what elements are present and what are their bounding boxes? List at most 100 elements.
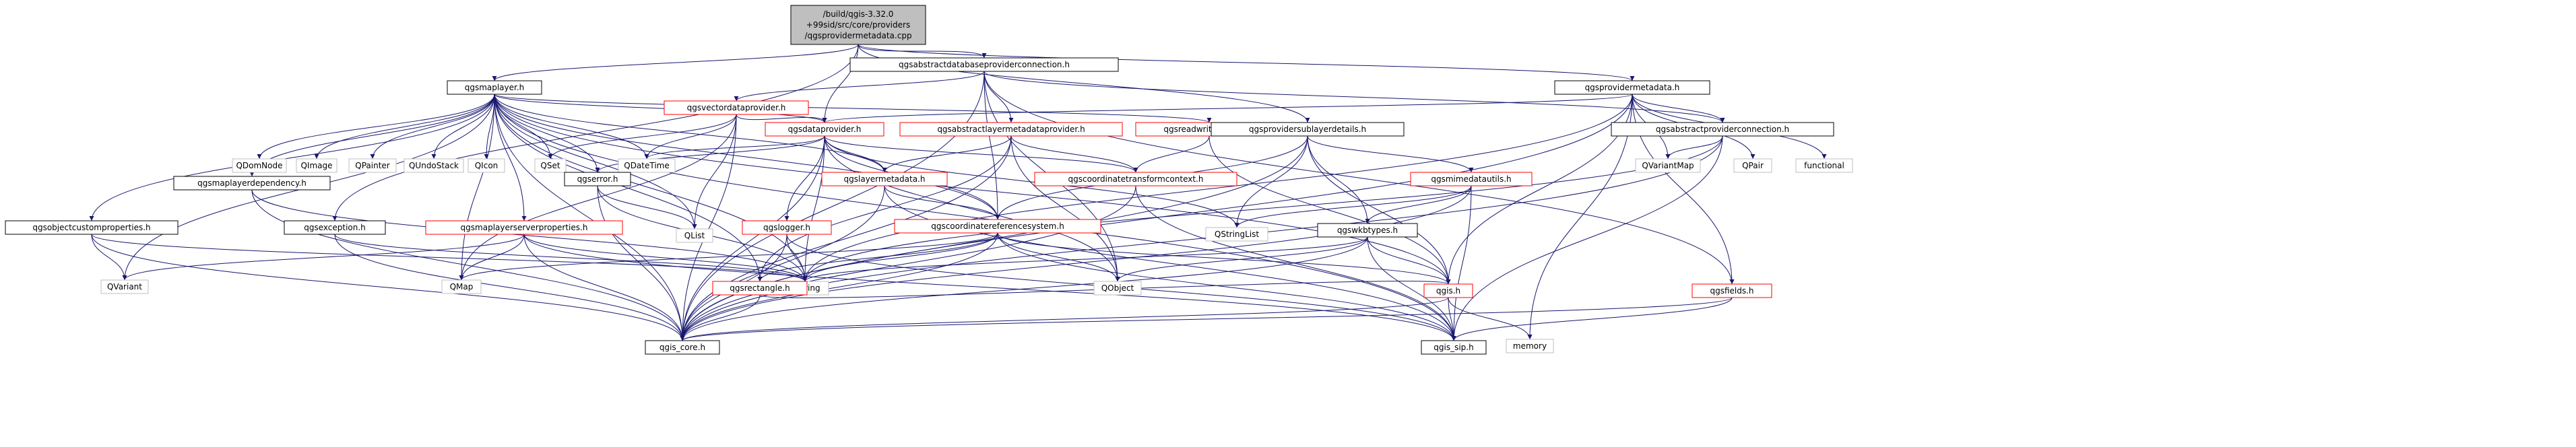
edge-providersublayerdetails-to-qgis_core	[680, 135, 1308, 341]
node-qgsprovidersublayerdetails-h[interactable]: qgsprovidersublayerdetails.h	[1211, 122, 1405, 137]
node-qpair[interactable]: QPair	[1733, 158, 1772, 173]
edge-wkbtypes-to-QString	[802, 236, 1368, 282]
edge-objectcustomproperties-to-QString	[91, 234, 808, 282]
edge-error-to-qgis_core	[597, 185, 685, 341]
node-qgsmaplayerdependency-h[interactable]: qgsmaplayerdependency.h	[173, 176, 331, 191]
node-build-qgis-3-32-0-99sid-src-core-providers-qgsprovidermetadata-cpp[interactable]: /build/qgis-3.32.0+99sid/src/core/provid…	[790, 5, 926, 45]
edge-maplayer-to-QList	[494, 94, 697, 230]
edge-dataprovider-to-coordinatetransformcontext	[824, 135, 1138, 173]
edge-coordinatereferencesystem-to-qgis_sip	[997, 232, 1456, 341]
node-qgsobjectcustomproperties-h[interactable]: qgsobjectcustomproperties.h	[5, 220, 179, 235]
node-qlist[interactable]: QList	[676, 228, 713, 243]
edge-maplayer-to-coordinatereferencesystem	[494, 94, 1000, 220]
node-qgsmaplayer-h[interactable]: qgsmaplayer.h	[447, 80, 542, 95]
edge-providersublayerdetails-to-wkbtypes	[1307, 135, 1370, 224]
edge-exception-to-QString	[334, 234, 808, 282]
node-label: qgsexception.h	[304, 223, 366, 232]
node-label: qgsmimedatautils.h	[1431, 174, 1511, 184]
node-qdatetime[interactable]: QDateTime	[618, 158, 676, 173]
edge-maplayerserverproperties-to-QMap	[459, 234, 525, 281]
edge-coordinatetransformcontext-to-qgis_core	[680, 185, 1136, 341]
node-qgsabstractlayermetadataprovider-h[interactable]: qgsabstractlayermetadataprovider.h	[899, 122, 1123, 137]
edge-dataprovider-to-QString	[802, 135, 825, 282]
node-label: QDateTime	[624, 161, 670, 170]
node-label: qgis_core.h	[659, 343, 705, 352]
edge-providersublayerdetails-to-QStringList	[1234, 135, 1308, 228]
node-qobject[interactable]: QObject	[1093, 281, 1142, 296]
node-label: qgscoordinatetransformcontext.h	[1068, 174, 1204, 184]
edge-mimedatautils-to-qgis_sip	[1451, 185, 1472, 341]
node-qgscoordinatereferencesystem-h[interactable]: qgscoordinatereferencesystem.h	[894, 219, 1101, 234]
node-label: QDomNode	[236, 161, 282, 170]
edge-qgis-to-qgis_core	[680, 297, 1449, 341]
node-qgis-h[interactable]: qgis.h	[1423, 283, 1473, 298]
node-qgsdataprovider-h[interactable]: qgsdataprovider.h	[765, 122, 884, 137]
node-qgsabstractdatabaseproviderconnection-h[interactable]: qgsabstractdatabaseproviderconnection.h	[849, 57, 1119, 72]
node-label: qgsrectangle.h	[730, 283, 790, 293]
node-label: qgsabstractproviderconnection.h	[1656, 125, 1789, 134]
node-qgserror-h[interactable]: qgserror.h	[564, 172, 631, 186]
node-box	[790, 5, 926, 45]
node-label: qgserror.h	[577, 174, 618, 184]
node-box	[1421, 340, 1487, 355]
node-qgswkbtypes-h[interactable]: qgswkbtypes.h	[1317, 223, 1418, 238]
node-qmap[interactable]: QMap	[441, 279, 482, 294]
edge-abstractlayermetadataprovider-to-qgis_core	[680, 135, 1012, 341]
node-box	[676, 228, 713, 243]
node-qset[interactable]: QSet	[534, 158, 567, 173]
nodes-layer: /build/qgis-3.32.0+99sid/src/core/provid…	[5, 5, 1853, 355]
node-box	[441, 279, 482, 294]
node-qgis-sip-h[interactable]: qgis_sip.h	[1421, 340, 1487, 355]
edge-maplayer-to-readwritecontext	[494, 94, 1212, 123]
edge-logger-to-QString	[786, 234, 808, 282]
node-qvariantmap[interactable]: QVariantMap	[1635, 158, 1701, 173]
edge-mimedatautils-to-wkbtypes	[1365, 185, 1472, 224]
node-label: qgscoordinatereferencesystem.h	[931, 221, 1064, 231]
node-qicon[interactable]: QIcon	[468, 158, 505, 173]
node-qgsvectordataprovider-h[interactable]: qgsvectordataprovider.h	[664, 100, 809, 115]
edge-layermetadata-to-qgis_sip	[884, 185, 1456, 341]
node-qgslayermetadata-h[interactable]: qgslayermetadata.h	[821, 172, 948, 186]
node-qundostack[interactable]: QUndoStack	[404, 158, 464, 173]
edge-wkbtypes-to-QObject	[1115, 236, 1368, 282]
edge-abstractproviderconnection-to-qgis_sip	[1451, 135, 1723, 341]
node-memory[interactable]: memory	[1506, 339, 1554, 353]
node-qpainter[interactable]: QPainter	[348, 158, 397, 173]
node-label: qgsvectordataprovider.h	[687, 103, 786, 112]
node-qdomnode[interactable]: QDomNode	[232, 158, 287, 173]
node-box	[894, 219, 1101, 234]
edge-vectordataprovider-to-QDateTime	[644, 114, 737, 160]
node-qgsrectangle-h[interactable]: qgsrectangle.h	[712, 281, 808, 296]
node-qimage[interactable]: QImage	[296, 158, 337, 173]
node-label: QIcon	[475, 161, 498, 170]
node-label: qgslogger.h	[763, 223, 810, 232]
node-box	[1554, 80, 1710, 95]
node-functional[interactable]: functional	[1795, 158, 1853, 173]
node-label: QVariant	[107, 282, 142, 291]
node-label: +99sid/src/core/providers	[806, 20, 910, 30]
edge-maplayer-to-qgis_sip	[494, 94, 1456, 341]
node-label: functional	[1804, 161, 1844, 170]
node-box	[618, 158, 676, 173]
node-qstringlist[interactable]: QStringList	[1205, 227, 1268, 242]
node-qgscoordinatetransformcontext-h[interactable]: qgscoordinatetransformcontext.h	[1034, 172, 1237, 186]
node-qgsprovidermetadata-h[interactable]: qgsprovidermetadata.h	[1554, 80, 1710, 95]
node-box	[468, 158, 505, 173]
edge-vectordataprovider-to-QList	[692, 114, 737, 230]
node-label: qgis_sip.h	[1434, 343, 1473, 352]
node-qgis-core-h[interactable]: qgis_core.h	[645, 340, 720, 355]
edge-abstractdbconn-to-qgis_core	[680, 71, 985, 341]
edge-wkbtypes-to-qgis_sip	[1367, 236, 1456, 341]
node-qgsexception-h[interactable]: qgsexception.h	[284, 220, 386, 235]
node-qgslogger-h[interactable]: qgslogger.h	[742, 220, 832, 235]
node-qgsmaplayerserverproperties-h[interactable]: qgsmaplayerserverproperties.h	[425, 220, 623, 235]
node-qgsmimedatautils-h[interactable]: qgsmimedatautils.h	[1410, 172, 1533, 186]
edge-providermetadata-to-qgis	[1446, 94, 1633, 285]
node-qgsabstractproviderconnection-h[interactable]: qgsabstractproviderconnection.h	[1611, 122, 1834, 137]
node-qvariant[interactable]: QVariant	[100, 279, 149, 294]
node-qgsfields-h[interactable]: qgsfields.h	[1692, 283, 1772, 298]
edge-coordinatereferencesystem-to-QObject	[997, 232, 1120, 282]
edge-dataprovider-to-logger	[784, 135, 825, 221]
node-label: qgsfields.h	[1710, 286, 1753, 296]
